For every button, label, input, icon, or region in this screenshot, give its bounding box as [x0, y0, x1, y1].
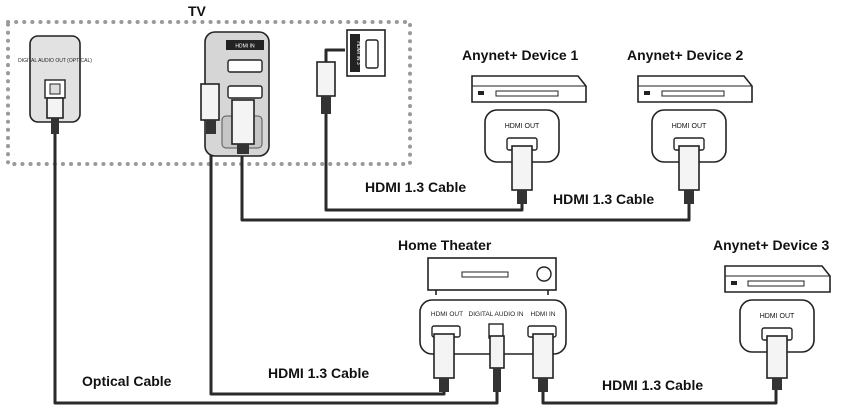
device2-unit	[637, 75, 753, 103]
hdmi-cable-tv-device1	[324, 112, 524, 212]
tv-hdmi-in-side-label: HDMI IN 3	[355, 41, 361, 65]
device1-unit	[471, 75, 587, 103]
tv-boundary	[6, 20, 412, 166]
device2-label: Anynet+ Device 2	[627, 47, 744, 63]
hdmi-cable-tv-device2	[240, 152, 691, 222]
tv-label: TV	[188, 3, 207, 19]
device1-label: Anynet+ Device 1	[462, 47, 579, 63]
hdmi-plug-ht-out	[433, 333, 455, 392]
hdmi-plug-tv-main	[231, 99, 255, 154]
hdmi-cable-tv-home-theater	[209, 132, 446, 396]
cable-tv-home-theater-label: HDMI 1.3 Cable	[268, 365, 369, 381]
tv-optical-panel: DIGITAL AUDIO OUT (OPTICAL)	[18, 35, 92, 123]
optical-cable	[53, 132, 499, 405]
cable-tv-device2-label: HDMI 1.3 Cable	[553, 191, 654, 207]
hdmi-plug-tv-left	[200, 83, 220, 134]
tv-hdmi-in-label: HDMI IN	[235, 44, 255, 50]
home-theater-label: Home Theater	[398, 237, 492, 253]
cable-ht-device3-label: HDMI 1.3 Cable	[602, 377, 703, 393]
hdmi-plug-tv-side	[316, 48, 345, 114]
hdmi-plug-ht-in	[532, 333, 554, 392]
tv-side-hdmi-port: HDMI IN 3	[346, 29, 386, 77]
device3-unit	[724, 265, 831, 293]
hdmi-cable-home-theater-device3	[541, 390, 778, 405]
ht-hdmi-out-label: HDMI OUT	[431, 311, 463, 318]
device2-hdmi-out-label: HDMI OUT	[672, 123, 707, 130]
tv-digital-audio-out-label: DIGITAL AUDIO OUT (OPTICAL)	[18, 58, 92, 64]
ht-digital-audio-in-label: DIGITAL AUDIO IN	[469, 311, 524, 318]
device3-hdmi-out-label: HDMI OUT	[760, 313, 795, 320]
hdmi-plug-device2	[678, 145, 700, 204]
device3-label: Anynet+ Device 3	[713, 237, 830, 253]
device1-hdmi-out-label: HDMI OUT	[505, 123, 540, 130]
hdmi-plug-device1	[511, 145, 533, 204]
optical-plug-ht	[489, 335, 505, 392]
ht-hdmi-in-label: HDMI IN	[531, 311, 556, 318]
optical-cable-label: Optical Cable	[82, 373, 172, 389]
hdmi-plug-device3	[766, 335, 788, 390]
cable-tv-device1-label: HDMI 1.3 Cable	[365, 179, 466, 195]
optical-plug-tv	[46, 97, 64, 134]
home-theater-unit	[427, 257, 557, 295]
